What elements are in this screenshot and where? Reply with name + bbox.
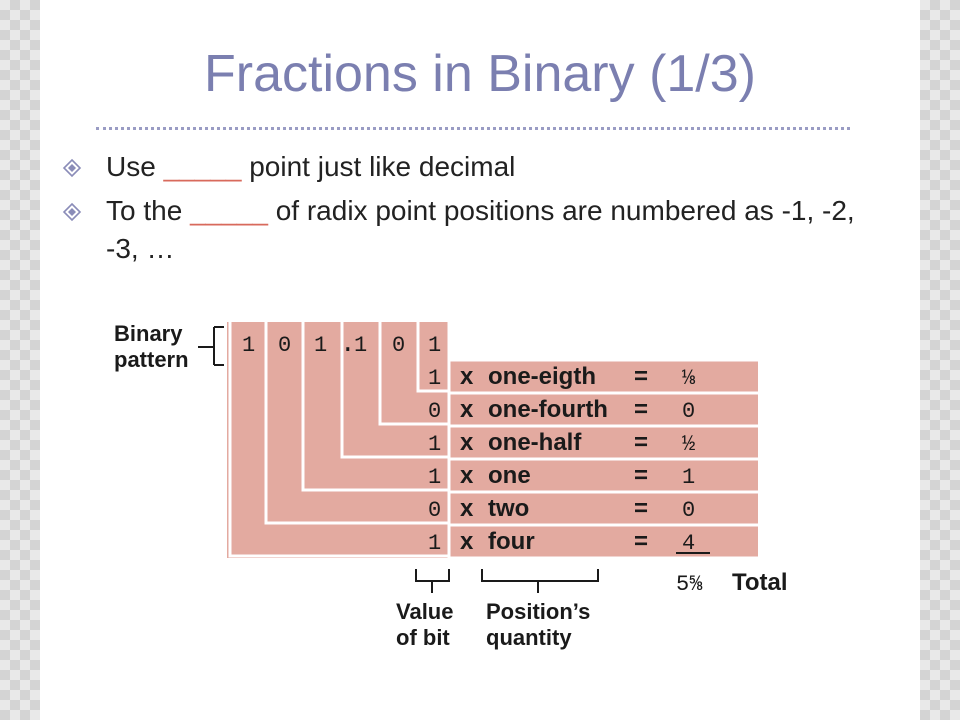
staircase-line: [378, 322, 449, 426]
title-divider: [96, 127, 850, 130]
staircase-line: [301, 322, 449, 492]
row-strip: [449, 426, 758, 459]
bullet-1-before: Use: [106, 151, 164, 182]
bit-digit: 1: [242, 333, 255, 358]
row-position-quantity: one: [488, 462, 531, 489]
bullet-2-after: of radix point positions are numbered as…: [106, 195, 855, 264]
row-bit: 1: [428, 366, 441, 391]
staircase-line: [416, 322, 449, 393]
row-multiply-sign: x: [460, 363, 474, 390]
row-bit: 0: [428, 498, 441, 523]
binary-label: Binary: [114, 321, 183, 346]
staircase-line: [228, 322, 449, 558]
slide-title: Fractions in Binary (1/3): [204, 45, 756, 103]
row-equals: =: [634, 396, 648, 423]
row-bit: 1: [428, 531, 441, 556]
row-multiply-sign: x: [460, 495, 474, 522]
row-result: 0: [682, 498, 695, 523]
staircase-line: [264, 322, 449, 525]
value-label-line1: Value: [396, 599, 453, 624]
row-strip: [449, 360, 758, 393]
row-strip: [449, 492, 758, 525]
bullet-item-1: Use _____ point just like decimal: [62, 148, 862, 186]
bullet-list: Use _____ point just like decimal To the…: [62, 148, 862, 274]
row-multiply-sign: x: [460, 462, 474, 489]
row-position-quantity: one-half: [488, 429, 582, 456]
row-position-quantity: four: [488, 528, 535, 555]
bullet-item-2: To the _____ of radix point positions ar…: [62, 192, 862, 268]
row-position-quantity: one-fourth: [488, 396, 608, 423]
row-result: 4: [682, 531, 695, 556]
bit-digit: 1: [428, 333, 441, 358]
row-multiply-sign: x: [460, 528, 474, 555]
diamond-bullet-icon: [62, 158, 82, 178]
bullet-2-blank: _____: [190, 195, 268, 226]
row-multiply-sign: x: [460, 396, 474, 423]
position-label-line1: Position’s: [486, 599, 590, 624]
bit-digit: 0: [392, 333, 405, 358]
bit-digit: 0: [278, 333, 291, 358]
row-result: ⅛: [682, 366, 696, 391]
row-equals: =: [634, 495, 648, 522]
position-bracket: [481, 569, 599, 593]
total-value: 5⅝: [676, 572, 703, 597]
value-label-line2: of bit: [396, 625, 450, 650]
row-equals: =: [634, 363, 648, 390]
row-bit: 1: [428, 465, 441, 490]
row-equals: =: [634, 429, 648, 456]
bit-digit: 1: [354, 333, 367, 358]
slide: Fractions in Binary (1/3) Use _____ poin…: [40, 0, 920, 720]
bullet-1-blank: _____: [163, 151, 242, 182]
diamond-bullet-icon: [62, 202, 82, 222]
staircase-line: [340, 322, 449, 459]
bit-digit: 1: [314, 333, 327, 358]
row-strip: [449, 393, 758, 426]
row-position-quantity: two: [488, 495, 529, 522]
pattern-bracket: [198, 326, 224, 366]
row-result: 1: [682, 465, 695, 490]
row-equals: =: [634, 462, 648, 489]
position-label-line2: quantity: [486, 625, 572, 650]
row-result: ½: [682, 432, 695, 457]
row-strip: [449, 459, 758, 492]
row-bit: 0: [428, 399, 441, 424]
total-label: Total: [732, 569, 788, 596]
row-result: 0: [682, 399, 695, 424]
staircase-group: [227, 322, 758, 560]
row-position-quantity: one-eigth: [488, 363, 596, 390]
staircase-background: [227, 322, 449, 558]
value-bracket: [415, 569, 450, 593]
pattern-label: pattern: [114, 347, 189, 372]
row-equals: =: [634, 528, 648, 555]
bullet-2-before: To the: [106, 195, 191, 226]
row-bit: 1: [428, 432, 441, 457]
radix-point: .: [340, 329, 356, 359]
row-multiply-sign: x: [460, 429, 474, 456]
bullet-1-after: point just like decimal: [241, 151, 516, 182]
